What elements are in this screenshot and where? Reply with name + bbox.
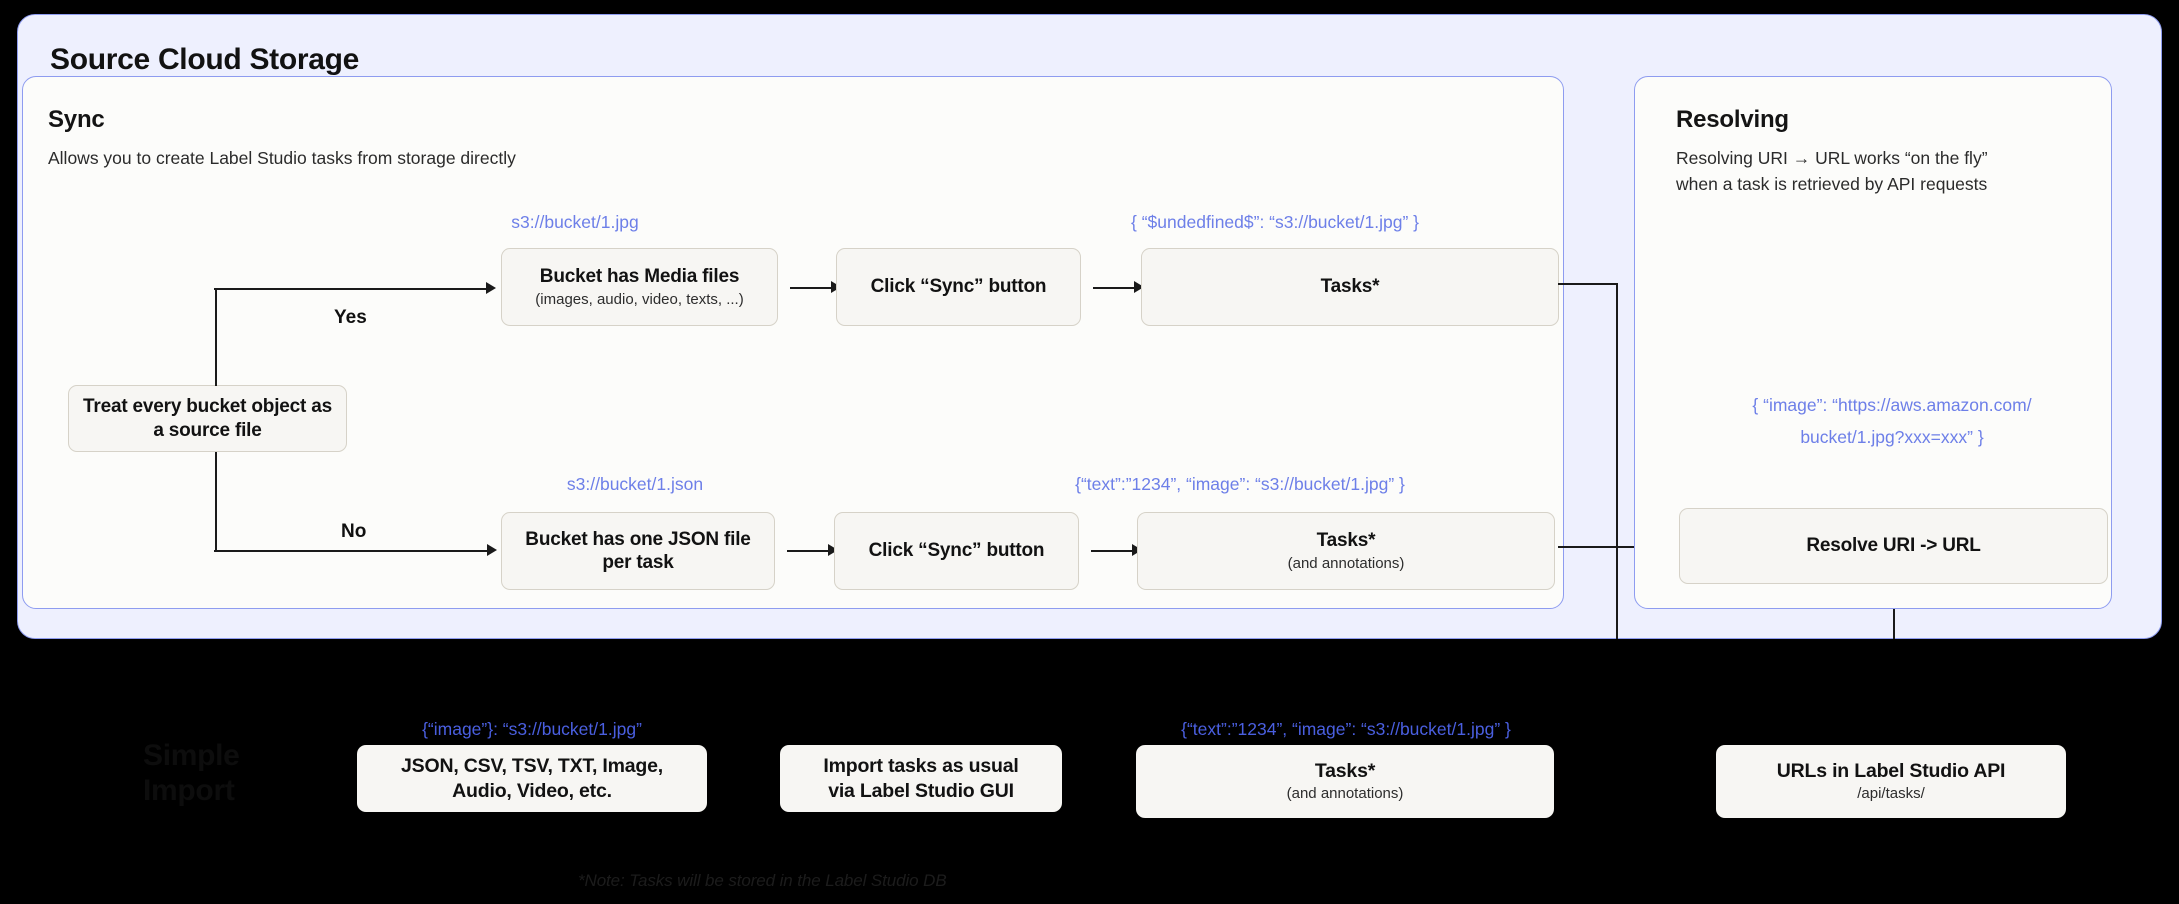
connector-json-to-sync-arrowhead [828,544,838,556]
node-tasks-bottom[interactable]: Tasks* (and annotations) [1137,512,1555,590]
node-title-line2: Audio, Video, etc. [452,779,612,802]
resolving-panel-title: Resolving [1676,106,1789,133]
annotation-undefined-json: { “$undedfined$”: “s3://bucket/1.jpg” } [1131,212,1419,232]
node-title: URLs in Label Studio API [1776,760,2006,783]
connector-yes-arrowhead [486,282,496,294]
node-title: Bucket has one JSON file per task [525,528,751,573]
annotation-resolved-url-line2: bucket/1.jpg?xxx=xxx” } [1800,427,1984,447]
node-resolve-uri-to-url[interactable]: Resolve URI -> URL [1679,508,2108,584]
resolving-panel-subtitle-line2: when a task is retrieved by API requests [1676,174,1988,194]
edge-label-yes: Yes [334,307,367,328]
node-subtitle: (and annotations) [1287,554,1405,572]
node-supported-formats[interactable]: JSON, CSV, TSV, TXT, Image, Audio, Video… [357,745,707,812]
node-title-line2: via Label Studio GUI [828,779,1014,802]
annotation-simple-image: {“image”}: “s3://bucket/1.jpg” [422,719,642,739]
node-title-line1: JSON, CSV, TSV, TXT, Image, [401,755,663,778]
connector-no-arrowhead [487,544,497,556]
connector-yes-horizontal [214,288,487,290]
connector-tasks-top-out [1558,283,1617,285]
connector-media-to-sync [790,287,832,289]
connector-tasks-bottom-to-resolve [1558,546,1671,548]
node-title-line1: Import tasks as usual [823,755,1019,778]
node-label: Treat every bucket object as a source fi… [83,396,332,441]
node-import-tasks-via-gui[interactable]: Import tasks as usual via Label Studio G… [780,745,1062,812]
page-title: Source Cloud Storage [50,43,360,76]
connector-tasks-top-down [1616,283,1618,639]
annotation-simple-tasks: {“text”:”1234”, “image”: “s3://bucket/1.… [1181,719,1511,739]
node-title: Bucket has Media files [539,265,740,287]
node-urls-in-label-studio-api[interactable]: URLs in Label Studio API /api/tasks/ [1716,745,2066,818]
connector-sync-to-tasks-top-arrowhead [1134,281,1144,293]
node-title: Resolve URI -> URL [1806,535,1981,557]
node-title: Tasks* [1316,529,1376,551]
node-title: Tasks* [1320,276,1380,298]
sync-panel-title: Sync [48,106,105,133]
sync-panel-subtitle: Allows you to create Label Studio tasks … [48,148,516,168]
annotation-s3-bucket-json: s3://bucket/1.json [566,474,704,494]
connector-sync-to-tasks-bottom [1091,550,1133,552]
node-click-sync-button-top[interactable]: Click “Sync” button [836,248,1081,326]
node-treat-every-bucket-object[interactable]: Treat every bucket object as a source fi… [68,385,347,452]
node-tasks-top[interactable]: Tasks* [1141,248,1559,326]
connector-yes-vertical [215,288,217,386]
annotation-s3-bucket-jpg: s3://bucket/1.jpg [511,212,639,232]
node-bucket-has-one-json-file[interactable]: Bucket has one JSON file per task [501,512,775,590]
connector-resolve-down [1893,585,1895,639]
resolving-panel-subtitle-line1: Resolving URI → URL works “on the fly” [1676,148,1988,168]
node-bucket-has-media-files[interactable]: Bucket has Media files (images, audio, v… [501,248,778,326]
node-subtitle: /api/tasks/ [1857,785,1925,803]
annotation-resolved-url-line1: { “image”: “https://aws.amazon.com/ [1752,395,2032,415]
footer-note: *Note: Tasks will be stored in the Label… [578,871,947,890]
node-subtitle: (and annotations) [1286,785,1404,803]
simple-import-title-line1: Simple [143,739,240,772]
node-title: Click “Sync” button [870,276,1047,298]
connector-sync-to-tasks-top [1093,287,1135,289]
node-click-sync-button-bottom[interactable]: Click “Sync” button [834,512,1079,590]
node-subtitle: (images, audio, video, texts, ...) [535,290,744,308]
connector-json-to-sync [787,550,829,552]
node-title: Click “Sync” button [868,540,1045,562]
edge-label-no: No [341,521,367,542]
node-tasks-simple-import[interactable]: Tasks* (and annotations) [1136,745,1554,818]
connector-no-vertical [215,452,217,552]
connector-no-horizontal [214,550,488,552]
annotation-text-image-json: {“text”:”1234”, “image”: “s3://bucket/1.… [1075,474,1405,494]
node-title: Tasks* [1314,760,1376,783]
simple-import-title-line2: Import [143,774,235,807]
